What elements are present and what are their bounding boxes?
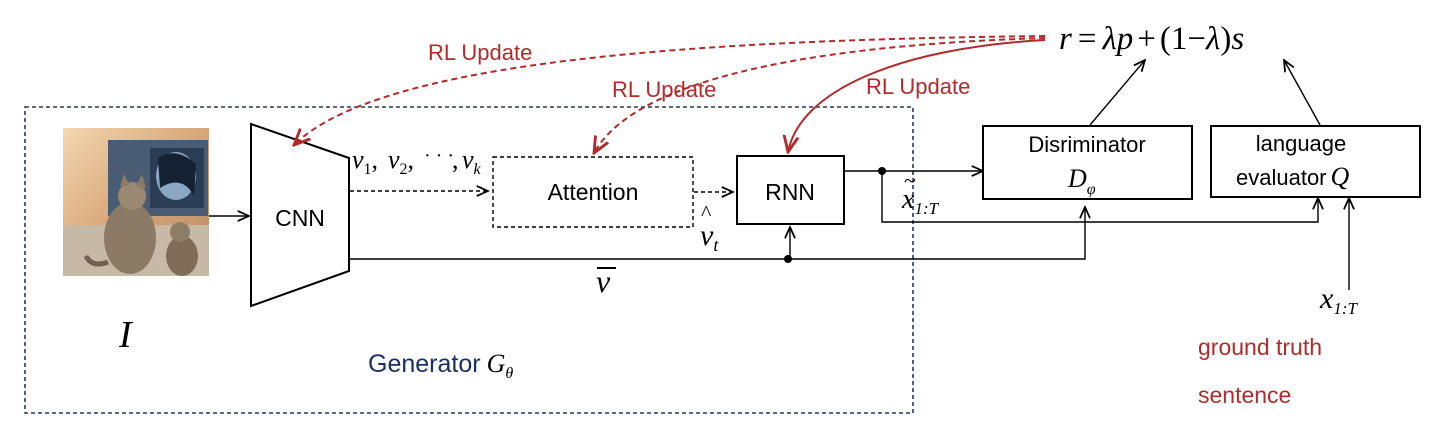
svg-text:vk: vk bbox=[462, 145, 482, 178]
attention-label: Attention bbox=[548, 179, 639, 205]
cats-watching-tv-photo-icon bbox=[63, 128, 209, 276]
input-image-label: I bbox=[118, 314, 134, 356]
svg-text:vt: vt bbox=[700, 219, 719, 255]
svg-text:x1:T: x1:T bbox=[901, 184, 940, 218]
reward-formula: r=λp+(1−λ)s bbox=[1059, 21, 1244, 57]
global-feature-label: v bbox=[596, 263, 616, 299]
rl-update-label-1: RL Update bbox=[428, 40, 532, 65]
discriminator-symbol: Dφ bbox=[1067, 164, 1096, 198]
svg-text:~: ~ bbox=[904, 168, 916, 193]
ground-truth-line2: sentence bbox=[1198, 382, 1291, 408]
rl-update-label-2: RL Update bbox=[612, 77, 716, 102]
global-feature-line bbox=[350, 207, 1085, 260]
svg-text:v1,: v1, bbox=[352, 145, 378, 178]
rl-update-to-rnn-curve bbox=[788, 39, 1046, 152]
language-evaluator-box bbox=[1210, 125, 1421, 198]
discriminator-label: Disriminator bbox=[1028, 132, 1145, 157]
feature-vectors-label: v1, v2, · · · , vk bbox=[352, 145, 482, 178]
svg-text:· · ·: · · · bbox=[424, 145, 454, 167]
cnn-block bbox=[250, 122, 350, 308]
discriminator-box bbox=[982, 125, 1193, 200]
output-to-evaluator-line bbox=[881, 171, 1318, 223]
svg-text:v2,: v2, bbox=[388, 145, 414, 178]
svg-text:^: ^ bbox=[701, 200, 712, 225]
junction-dot-global bbox=[784, 255, 792, 263]
ground-truth-symbol: x1:T bbox=[1319, 282, 1358, 318]
rl-update-to-attention-curve bbox=[594, 37, 1046, 153]
svg-text:,: , bbox=[452, 145, 459, 174]
evaluator-line1: language bbox=[1256, 131, 1347, 156]
rl-update-label-3: RL Update bbox=[866, 74, 970, 99]
generated-sequence-label: ~ x1:T bbox=[901, 168, 940, 218]
rnn-label: RNN bbox=[765, 179, 815, 205]
rnn-box bbox=[736, 155, 845, 225]
context-vector-label: ^ vt bbox=[700, 200, 719, 255]
generator-frame bbox=[24, 106, 914, 414]
ground-truth-line1: ground truth bbox=[1198, 334, 1322, 360]
evaluator-to-reward-arrow bbox=[1284, 60, 1321, 126]
cnn-label: CNN bbox=[275, 205, 325, 231]
svg-text:v: v bbox=[596, 263, 611, 299]
rl-update-to-cnn-curve bbox=[294, 35, 1046, 145]
attention-box bbox=[492, 156, 694, 228]
discriminator-to-reward-arrow bbox=[1089, 60, 1145, 126]
